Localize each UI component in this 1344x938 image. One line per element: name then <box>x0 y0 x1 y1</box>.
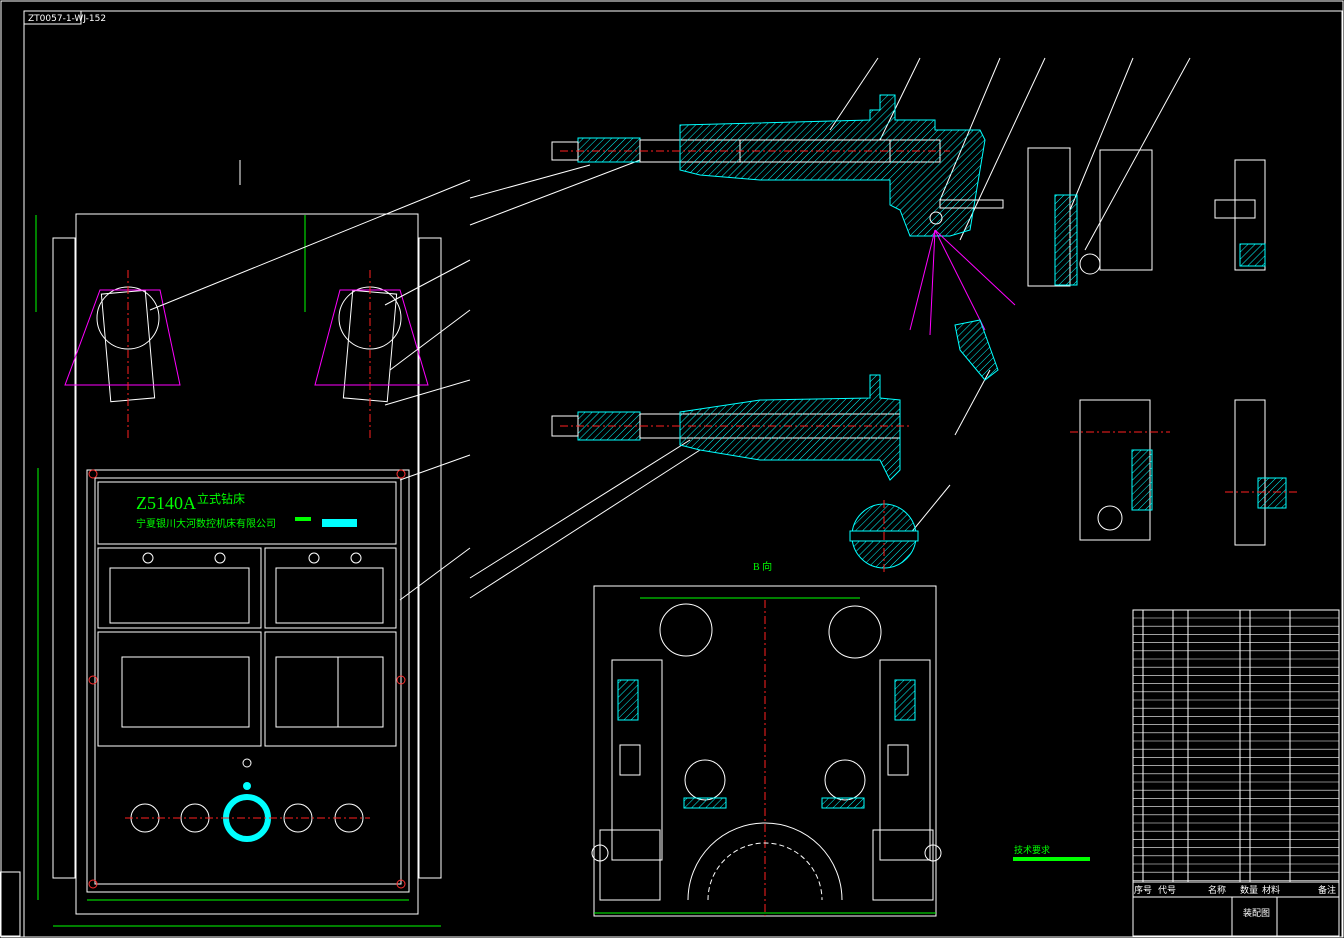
header-remark: 备注 <box>1318 884 1336 896</box>
panel-machine-type: 立式钻床 <box>197 491 245 506</box>
b-view-label: B 向 <box>753 560 772 573</box>
machine-front-view <box>35 160 442 927</box>
header-name: 名称 <box>1208 884 1226 896</box>
panel-company: 宁夏银川大河数控机床有限公司 <box>136 517 276 530</box>
parts-list-table <box>1132 609 1340 937</box>
drawing-number: ZT0057-1-WJ-152 <box>28 14 106 24</box>
header-index: 序号 <box>1134 884 1152 896</box>
b-direction-view <box>591 585 942 917</box>
left-stamp-box <box>0 871 21 937</box>
spindle-view-2 <box>551 374 919 572</box>
parts-list-rows <box>1133 617 1339 881</box>
panel-model: Z5140A <box>136 493 196 513</box>
technical-requirements-title: 技术要求 <box>1014 844 1050 855</box>
side-detail-views <box>1027 147 1300 546</box>
drawing-title: 装配图 <box>1243 907 1270 919</box>
technical-requirements-bar <box>1013 857 1090 861</box>
header-quantity: 数量 <box>1240 884 1258 896</box>
header-material: 材料 <box>1262 884 1280 896</box>
title-block-headers: 序号 代号 名称 数量 材料 备注 装配图 <box>1134 884 1336 919</box>
header-code: 代号 <box>1158 885 1176 896</box>
spindle-section-view <box>551 94 1016 381</box>
